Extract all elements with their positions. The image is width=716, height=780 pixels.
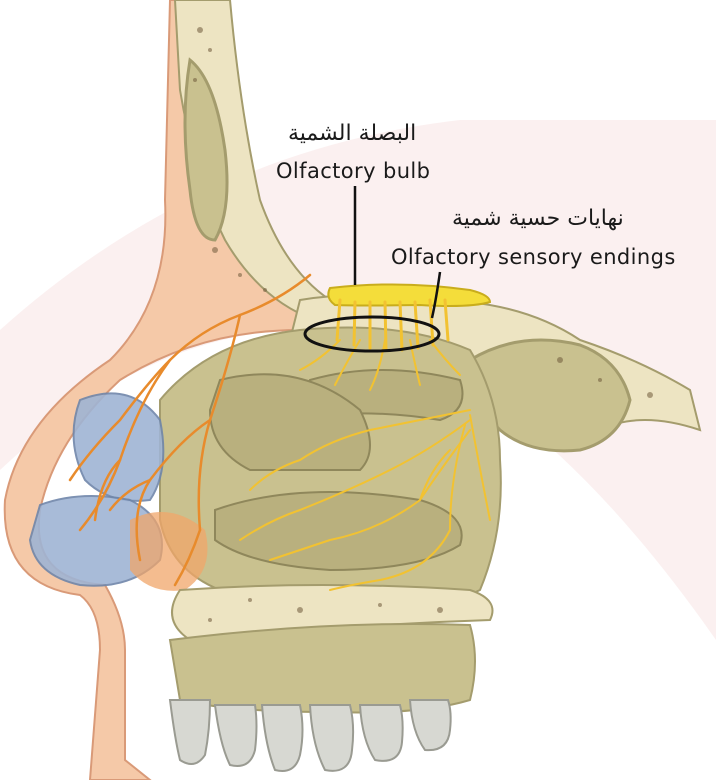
septal-cartilage-patch xyxy=(130,512,208,591)
inferior-turbinate xyxy=(215,492,462,570)
olfactory-bulb-label-arabic: البصلة الشمية xyxy=(288,122,416,146)
lateral-cartilage xyxy=(74,393,164,501)
olfactory-bulb-label-english: Olfactory bulb xyxy=(276,159,430,183)
sensory-endings-label-arabic: نهايات حسية شمية xyxy=(452,207,624,231)
sensory-endings-label-english: Olfactory sensory endings xyxy=(391,245,676,269)
